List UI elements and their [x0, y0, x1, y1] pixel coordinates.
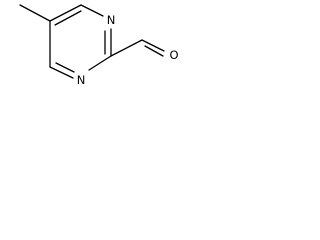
- atom-label-n-bottom: N: [77, 73, 86, 87]
- chemical-structure-diagram: N N O: [19, 4, 179, 87]
- ring-bond-c5-c6-inner: [54, 10, 82, 26]
- atom-label-oxygen: O: [169, 48, 178, 62]
- methyl-bond: [19, 4, 51, 22]
- ring-bond-c5-c6: [49, 4, 82, 22]
- ring-bond-c2-n3: [88, 55, 112, 71]
- aldehyde-bond-c-o-inner: [144, 45, 164, 57]
- aldehyde-bond-c-o: [141, 39, 165, 52]
- ring-bond-c6-n1: [80, 4, 104, 17]
- atom-label-n-top: N: [107, 13, 116, 27]
- aldehyde-bond-c2-cho: [110, 39, 143, 57]
- ring-bond-n3-c4-inner: [55, 62, 75, 73]
- ring-bond-n3-c4: [49, 66, 74, 79]
